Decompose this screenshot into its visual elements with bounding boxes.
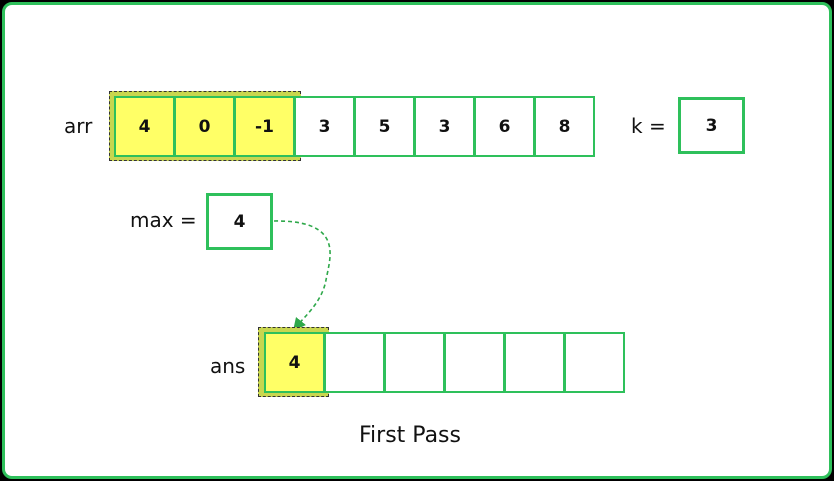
arrow-path xyxy=(273,220,331,331)
k-value-box: 3 xyxy=(678,97,745,154)
max-label: max = xyxy=(130,208,197,232)
ans-cell: 4 xyxy=(264,332,325,393)
ans-label: ans xyxy=(210,354,246,378)
k-label: k = xyxy=(631,114,666,138)
arr-cell: 6 xyxy=(474,96,535,157)
arr-label: arr xyxy=(64,114,93,138)
arr-cell: 0 xyxy=(174,96,235,157)
ans-cell xyxy=(444,332,505,393)
arr-cell: 4 xyxy=(114,96,175,157)
arr-cell: 5 xyxy=(354,96,415,157)
max-value-box: 4 xyxy=(206,193,273,250)
caption: First Pass xyxy=(359,423,461,448)
arr-cell: 3 xyxy=(414,96,475,157)
arr-cell: 8 xyxy=(534,96,595,157)
ans-cell xyxy=(384,332,445,393)
ans-cell xyxy=(504,332,565,393)
ans-cell xyxy=(564,332,625,393)
ans-cell xyxy=(324,332,385,393)
